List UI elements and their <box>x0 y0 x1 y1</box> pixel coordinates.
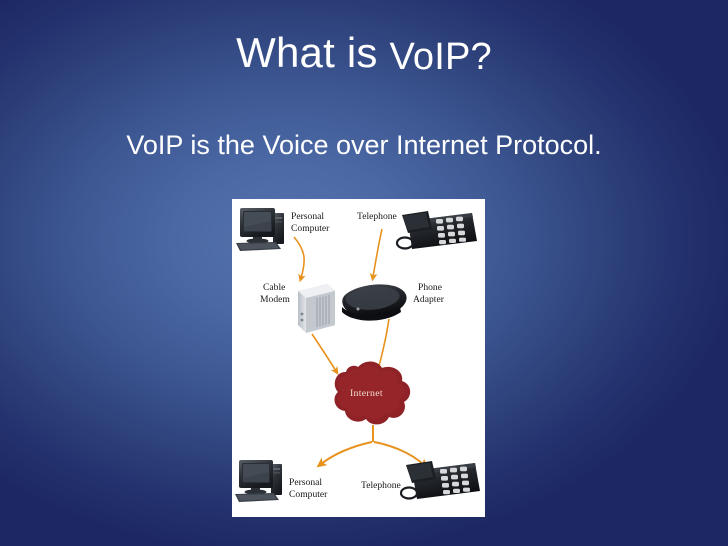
label-top-personal-computer-line1: Personal <box>291 211 324 222</box>
desktop-computer-icon <box>235 460 282 502</box>
title-acronym-text: VoIP? <box>389 36 492 78</box>
desktop-computer-icon <box>236 208 284 251</box>
slide-subtitle: VoIP is the Voice over Internet Protocol… <box>126 130 602 160</box>
internet-cloud-label: Internet <box>350 388 383 399</box>
title-main-text: What is <box>236 29 390 76</box>
label-phone-adapter-line2: Adapter <box>413 294 445 305</box>
page-title: What is VoIP? <box>0 29 728 77</box>
desk-telephone-icon <box>395 211 477 250</box>
label-cable-modem-line1: Cable <box>263 282 285 293</box>
label-top-telephone: Telephone <box>357 211 397 222</box>
label-bottom-telephone: Telephone <box>361 480 401 491</box>
label-bottom-personal-computer-line1: Personal <box>289 477 322 488</box>
cable-modem-icon <box>298 284 335 333</box>
voip-diagram-image: Personal Computer Telephone <box>232 199 485 517</box>
label-phone-adapter-line1: Phone <box>418 282 442 293</box>
label-top-personal-computer-line2: Computer <box>291 223 330 234</box>
desk-telephone-icon <box>399 461 480 500</box>
arrow-pc-to-cable-modem <box>293 236 306 283</box>
arrow-internet-to-pc <box>316 441 373 468</box>
phone-adapter-icon <box>342 284 407 321</box>
internet-cloud-icon: Internet <box>334 361 411 425</box>
arrow-internet-to-telephone <box>373 441 429 469</box>
arrow-cable-modem-to-internet <box>311 333 339 375</box>
arrow-telephone-to-phone-adapter <box>369 228 383 282</box>
label-bottom-personal-computer-line2: Computer <box>289 489 328 500</box>
label-cable-modem-line2: Modem <box>260 294 290 305</box>
